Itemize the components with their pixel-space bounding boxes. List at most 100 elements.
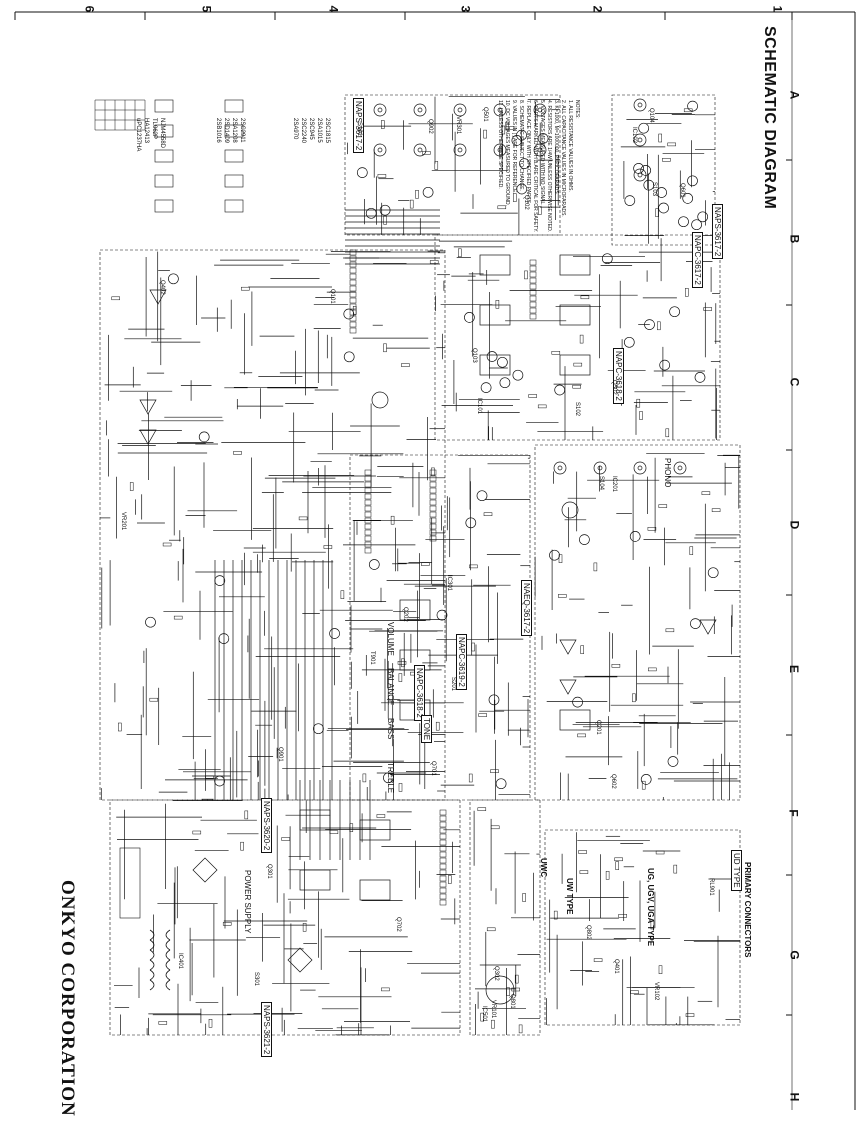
section-label: UW TYPE (565, 878, 574, 915)
board-label: NAPC-3619-2 (456, 634, 467, 690)
resistor-symbol (615, 861, 619, 870)
transformer-coil (149, 979, 155, 991)
connector-pin (364, 541, 372, 548)
note-box (119, 847, 141, 919)
transistor-list: 2SA970 (292, 118, 298, 140)
resistor-symbol (409, 199, 414, 209)
resistor-symbol (486, 927, 496, 932)
connector-pin (529, 301, 537, 308)
transistor-list: NJM4558D (159, 118, 165, 149)
component-label: Q802 (585, 925, 591, 940)
jack-center (537, 147, 543, 153)
resistor-symbol (381, 120, 385, 129)
component-label: Q104 (648, 108, 654, 123)
transistor-symbol (707, 567, 719, 579)
grid-column-label: 1 (770, 5, 785, 13)
connector-pin (439, 857, 447, 864)
component-label: Q301 (266, 864, 272, 879)
diagram-title: SCHEMATIC DIAGRAM (761, 26, 778, 210)
ic-block (479, 304, 511, 326)
ic-block (559, 354, 591, 376)
component-label: Q103 (471, 348, 477, 363)
opamp-symbol (139, 399, 157, 415)
ic-block (299, 809, 331, 831)
resistor-symbol (579, 334, 584, 344)
component-label: Q202 (402, 607, 408, 622)
resistor-symbol (490, 825, 500, 830)
section-label: TREBLE (386, 762, 395, 794)
transistor-symbol (678, 216, 689, 228)
component-label: Q602 (610, 774, 616, 789)
jack-center (377, 107, 383, 113)
connector-pin (364, 481, 372, 488)
transistor-symbol (480, 382, 492, 393)
resistor-symbol (377, 174, 387, 178)
transistor-symbol (436, 609, 448, 621)
connector-pin (529, 295, 537, 302)
transistor-symbol (644, 319, 655, 330)
resistor-symbol (618, 914, 627, 918)
opamp-symbol (149, 289, 167, 305)
resistor-symbol (421, 562, 430, 566)
jack-center (677, 465, 683, 471)
resistor-symbol (398, 673, 403, 682)
resistor-symbol (655, 208, 659, 217)
section-label: VOLUME (386, 622, 395, 656)
resistor-symbol (401, 363, 410, 367)
grid-row-label: H (787, 1092, 802, 1102)
section-label: BALANCE (386, 668, 395, 706)
transistor-package (154, 199, 174, 213)
transistor-symbol (633, 163, 644, 174)
jack (493, 143, 507, 157)
connector-pin (364, 493, 372, 500)
ic-block (559, 709, 591, 731)
opamp-symbol (559, 639, 577, 655)
grid-column-label: 6 (82, 5, 97, 13)
resistor-symbol (524, 270, 528, 280)
connector-pin (364, 499, 372, 506)
board-label: NAEQ-3617-2 (521, 580, 532, 637)
resistor-symbol (162, 542, 172, 547)
resistor-symbol (518, 1024, 523, 1034)
jack (633, 98, 647, 112)
connector-pin (364, 547, 372, 554)
resistor-symbol (302, 923, 307, 932)
opamp-symbol (559, 679, 577, 695)
transistor-symbol (687, 175, 698, 187)
component-label: Q701 (430, 761, 436, 776)
transistor-symbol (638, 122, 650, 134)
transistor-list: 2SC945 (308, 118, 314, 140)
transistor-symbol (499, 377, 511, 389)
connector-pin (364, 523, 372, 530)
transistor-symbol (422, 186, 434, 198)
connector-pin (349, 267, 357, 274)
board-label: NAPC-3618-2 (613, 348, 624, 404)
ic-block (399, 599, 431, 621)
resistor-symbol (233, 451, 242, 455)
connector-pin (529, 289, 537, 296)
transistor-symbol (329, 628, 340, 639)
board-label: NAPS-3621-2 (261, 1002, 272, 1058)
transistor-symbol (343, 351, 355, 363)
component-label: VR101 (490, 1000, 496, 1019)
resistor-symbol (658, 133, 662, 143)
jack (453, 103, 467, 117)
resistor-symbol (650, 920, 655, 930)
component-label: Q302 (493, 966, 499, 981)
section-label: UWC (539, 858, 548, 878)
component-label: IC101 (476, 398, 482, 415)
resistor-symbol (241, 286, 250, 291)
component-label: IC102 (631, 127, 637, 144)
resistor-symbol (111, 296, 120, 301)
resistor-symbol (434, 161, 439, 170)
transistor-symbol (218, 633, 230, 644)
resistor-symbol (636, 398, 641, 408)
connector-pin (349, 315, 357, 322)
jack-center (497, 147, 503, 153)
resistor-symbol (431, 467, 435, 477)
component-label: VR102 (653, 982, 659, 1001)
resistor-symbol (222, 922, 232, 926)
jack (633, 461, 647, 475)
connector-pin (429, 499, 437, 506)
resistor-symbol (435, 721, 440, 731)
